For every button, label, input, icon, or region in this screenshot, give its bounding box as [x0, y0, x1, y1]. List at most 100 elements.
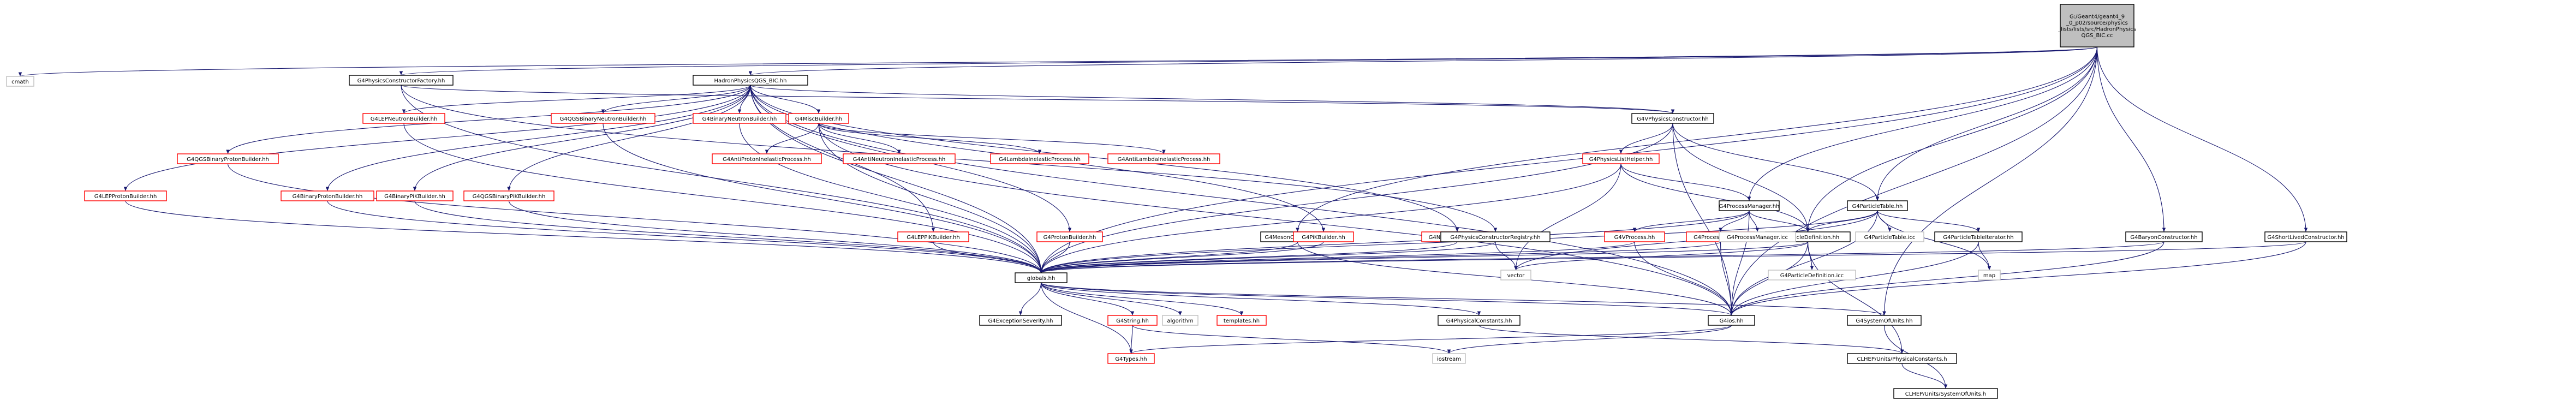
- node-g4ios-hh[interactable]: G4ios.hh: [1708, 315, 1755, 326]
- node-label: G4BinaryProtonBuilder.hh: [293, 194, 363, 200]
- node-box: [2264, 231, 2347, 242]
- edge-qgsbpb-to-globals: [227, 163, 1043, 273]
- node-g4systemofunits-hh[interactable]: G4SystemOfUnits.hh: [1847, 315, 1922, 326]
- node-g4processmanager-icc: G4ProcessManager.icc: [1719, 231, 1796, 242]
- edge-pcf-to-vpc: [401, 85, 1674, 114]
- edge-plh-to-pd: [1620, 163, 1810, 232]
- edge-pd-to-clhep_pc: [1807, 241, 1904, 354]
- node-label: G4ExceptionSeverity.hh: [988, 318, 1053, 324]
- edge-globals-to-str: [1040, 282, 1135, 316]
- edge-bc-to-g4ios: [1730, 241, 2164, 316]
- edge-globals-to-physc: [1040, 282, 1481, 316]
- node-g-geant4-geant4-9-0-p02-source-physics-lists-lists-src-hadronphysicsqgs-bic-cc[interactable]: G:/Geant4/geant4_9_0_p02/source/physics_…: [2058, 4, 2136, 47]
- node-g4string-hh: G4String.hh: [1107, 315, 1158, 326]
- edge-plh-to-vector: [1514, 163, 1621, 271]
- edge-pti-to-map: [1978, 241, 1991, 271]
- node-label: G4ProtonBuilder.hh: [1043, 235, 1096, 241]
- edge-nb-to-globals: [1039, 241, 1458, 273]
- node-g4binaryprotonbuilder-hh: G4BinaryProtonBuilder.hh: [281, 190, 374, 201]
- edge-prb-to-globals: [1039, 241, 1070, 273]
- edge-root-to-globals: [1039, 46, 2098, 273]
- node-g4physicsconstructorfactory-hh[interactable]: G4PhysicsConstructorFactory.hh: [349, 75, 454, 86]
- node-g4particletable-hh[interactable]: G4ParticleTable.hh: [1847, 200, 1908, 211]
- node-g4particletableiterator-hh[interactable]: G4ParticleTableIterator.hh: [1934, 231, 2023, 242]
- node-g4physicsconstructorregistry-hh[interactable]: G4PhysicsConstructorRegistry.hh: [1440, 231, 1551, 242]
- node-label: G4PiKBuilder.hh: [1302, 235, 1345, 241]
- edge-pm-to-vproc: [1632, 210, 1750, 232]
- node-box: [979, 315, 1062, 326]
- node-label: G4ProcessManager.icc: [1727, 235, 1788, 241]
- node-map: map: [1978, 270, 2001, 280]
- node-g4shortlivedconstructor-hh[interactable]: G4ShortLivedConstructor.hh: [2264, 231, 2347, 242]
- node-label: G4AntiNeutronInelasticProcess.hh: [853, 157, 946, 163]
- edge-hp-to-lepn: [402, 85, 751, 114]
- node-g4exceptionseverity-hh[interactable]: G4ExceptionSeverity.hh: [979, 315, 1062, 326]
- edge-bc-to-globals: [1039, 241, 2164, 273]
- node-label: templates.hh: [1224, 318, 1260, 324]
- node-g4particledefinition-icc: G4ParticleDefinition.icc: [1768, 270, 1856, 280]
- edge-globals-to-types: [1040, 282, 1133, 354]
- node-box: [281, 190, 374, 201]
- node-label: G4ParticleDefinition.hh: [1776, 235, 1839, 241]
- node-box: [1604, 231, 1665, 242]
- node-g4physicslisthelper-hh: G4PhysicsListHelper.hh: [1582, 153, 1660, 164]
- node-box: [1293, 231, 1354, 242]
- node-box: [1107, 353, 1155, 364]
- node-label: G4SystemOfUnits.hh: [1856, 318, 1912, 324]
- node-label: HadronPhysicsQGS_BIC.hh: [714, 78, 787, 84]
- node-g4vphysicsconstructor-hh[interactable]: G4VPhysicsConstructor.hh: [1631, 113, 1714, 124]
- node-box: [1855, 231, 1924, 242]
- edge-hp-to-misc: [750, 85, 821, 114]
- node-clhep-units-systemofunits-h[interactable]: CLHEP/Units/SystemOfUnits.h: [1893, 388, 1998, 399]
- node-vector: vector: [1500, 270, 1531, 280]
- node-g4qgsbinaryprotonbuilder-hh: G4QGSBinaryProtonBuilder.hh: [177, 153, 279, 164]
- edge-hp-to-g4ios: [750, 85, 1733, 316]
- dependency-edges: [19, 46, 2308, 389]
- node-g4processmanager-hh[interactable]: G4ProcessManager.hh: [1719, 200, 1780, 211]
- edge-root-to-sysu: [1882, 46, 2098, 316]
- node-hadronphysicsqgs-bic-hh[interactable]: HadronPhysicsQGS_BIC.hh: [693, 75, 808, 86]
- edge-misc-to-g4ios: [818, 123, 1733, 316]
- edge-pm-to-g4ios: [1730, 210, 1750, 316]
- node-box: [2125, 231, 2203, 242]
- edge-plh-to-pm: [1620, 163, 1751, 201]
- edge-hp-to-bpib: [413, 85, 751, 192]
- node-label: G4ProcessManager.hh: [1719, 204, 1780, 210]
- edge-g4ios-to-iostream: [1447, 325, 1732, 354]
- edge-pikb-to-globals: [1039, 241, 1324, 273]
- node-box: [1217, 315, 1267, 326]
- edge-root-to-pt: [1875, 46, 2098, 201]
- node-g4qgsbinarypikbuilder-hh: G4QGSBinaryPiKBuilder.hh: [463, 190, 554, 201]
- edge-pt-to-g4ios: [1730, 210, 1878, 316]
- node-g4physicalconstants-hh[interactable]: G4PhysicalConstants.hh: [1438, 315, 1520, 326]
- node-g4binarypikbuilder-hh: G4BinaryPiKBuilder.hh: [376, 190, 454, 201]
- node-label: G4QGSBinaryNeutronBuilder.hh: [560, 116, 647, 122]
- node-g4antiprotoninelasticprocess-hh: G4AntiProtonInelasticProcess.hh: [712, 153, 822, 164]
- node-g4pikbuilder-hh: G4PiKBuilder.hh: [1293, 231, 1354, 242]
- edge-pd-to-globals: [1039, 241, 1809, 273]
- node-g4baryonconstructor-hh[interactable]: G4BaryonConstructor.hh: [2125, 231, 2203, 242]
- edge-hp-to-qgsbpik: [507, 85, 751, 192]
- node-globals-hh[interactable]: globals.hh: [1015, 272, 1068, 283]
- node-label: G4BinaryNeutronBuilder.hh: [702, 116, 777, 122]
- node-g4types-hh: G4Types.hh: [1107, 353, 1155, 364]
- node-box: [1015, 272, 1068, 283]
- node-clhep-units-physicalconstants-h[interactable]: CLHEP/Units/PhysicalConstants.h: [1847, 353, 1957, 364]
- edge-qgsbn-to-globals: [603, 123, 1043, 273]
- node-label: G4AntiLambdaInelasticProcess.hh: [1118, 157, 1211, 163]
- node-box: [1847, 200, 1908, 211]
- edge-vproc-to-globals: [1039, 241, 1635, 273]
- edge-slc-to-globals: [1039, 241, 2306, 273]
- node-label: G4VProcess.hh: [1614, 235, 1655, 241]
- node-box: [1934, 231, 2023, 242]
- node-g4binaryneutronbuilder-hh: G4BinaryNeutronBuilder.hh: [693, 113, 786, 124]
- edge-globals-to-exc: [1018, 282, 1042, 316]
- node-box: [1631, 113, 1714, 124]
- node-box: [1582, 153, 1660, 164]
- edge-root-to-hp: [749, 46, 2098, 76]
- node-g4leppikbuilder-hh: G4LEPPiKBuilder.hh: [897, 231, 969, 242]
- edge-plh-to-globals: [1039, 163, 1621, 273]
- node-box: [1847, 315, 1922, 326]
- node-label: G4ParticleTable.hh: [1852, 204, 1903, 210]
- node-box: [376, 190, 454, 201]
